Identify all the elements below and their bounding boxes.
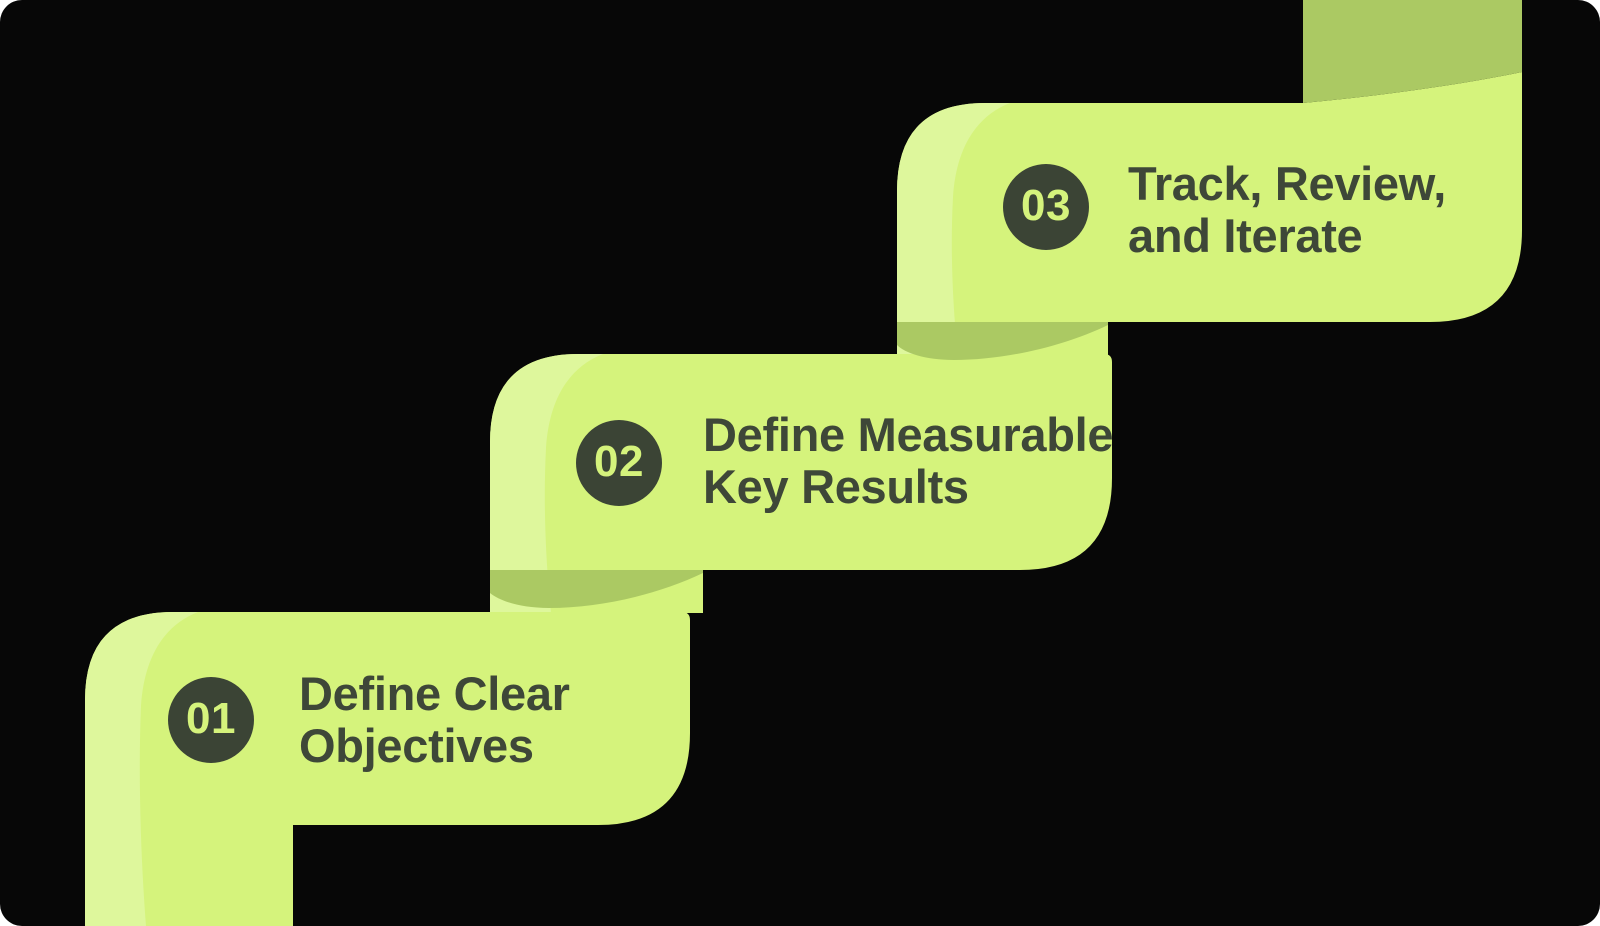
step-3-number: 03 — [1021, 181, 1071, 230]
ribbon-2-body — [490, 354, 1112, 613]
step-3-title-line-2: and Iterate — [1128, 209, 1363, 262]
ribbon-3-junction-fold — [897, 322, 1108, 360]
ribbon-1-edge-highlight — [85, 612, 198, 926]
step-1-number-badge: 01 — [168, 677, 254, 763]
ribbon-3-edge-highlight — [897, 103, 1010, 356]
step-1-title: Define Clear Objectives — [299, 668, 570, 772]
ribbon-2-edge-highlight — [490, 354, 603, 613]
step-1-title-line-2: Objectives — [299, 719, 534, 772]
ribbon-3-body — [897, 72, 1522, 356]
step-2-title-line-2: Key Results — [703, 460, 969, 513]
step-2-number-badge: 02 — [576, 420, 662, 506]
step-1-title-line-1: Define Clear — [299, 667, 570, 720]
step-2-number: 02 — [594, 437, 644, 486]
step-2-title: Define Measurable Key Results — [703, 408, 1114, 513]
step-3-title-line-1: Track, Review, — [1128, 157, 1447, 210]
ribbon-2-junction-fold — [490, 570, 703, 608]
ribbon-3-top-tail-fold — [1303, 0, 1522, 103]
step-2-title-line-1: Define Measurable — [703, 408, 1114, 461]
step-3-number-badge: 03 — [1003, 164, 1089, 250]
step-3-title: Track, Review, and Iterate — [1128, 158, 1446, 262]
step-1-number: 01 — [186, 694, 236, 743]
